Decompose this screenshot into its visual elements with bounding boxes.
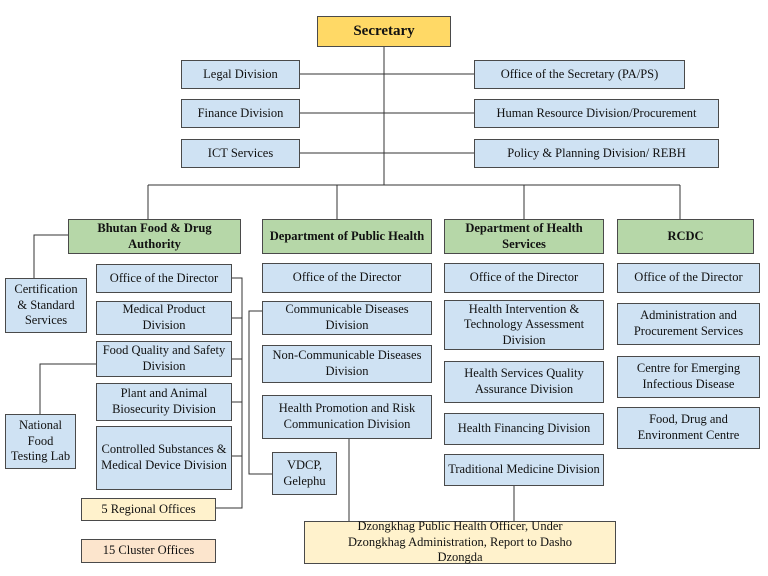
finance-division-box: Finance Division	[181, 99, 300, 128]
cert-standard-box: Certification & Standard Services	[5, 278, 87, 333]
plant-animal-box: Plant and Animal Biosecurity Division	[96, 383, 232, 421]
rcdc-header: RCDC	[617, 219, 754, 254]
hr-procurement-box: Human Resource Division/Procurement	[474, 99, 719, 128]
secretary-box: Secretary	[317, 16, 451, 47]
food-testing-lab-box: National Food Testing Lab	[5, 414, 76, 469]
health-financing-box: Health Financing Division	[444, 413, 604, 445]
policy-planning-box: Policy & Planning Division/ REBH	[474, 139, 719, 168]
traditional-medicine-box: Traditional Medicine Division	[444, 454, 604, 486]
office-secretary-box: Office of the Secretary (PA/PS)	[474, 60, 685, 89]
communicable-diseases-box: Communicable Diseases Division	[262, 301, 432, 335]
cluster-offices-box: 15 Cluster Offices	[81, 539, 216, 563]
dhs-office-director-box: Office of the Director	[444, 263, 604, 293]
ict-services-box: ICT Services	[181, 139, 300, 168]
emerging-infectious-box: Centre for Emerging Infectious Disease	[617, 356, 760, 398]
dph-header: Department of Public Health	[262, 219, 432, 254]
bfda-office-director-box: Office of the Director	[96, 264, 232, 293]
food-drug-env-box: Food, Drug and Environment Centre	[617, 407, 760, 449]
dph-office-director-box: Office of the Director	[262, 263, 432, 293]
health-promotion-box: Health Promotion and Risk Communication …	[262, 395, 432, 439]
ncd-box: Non-Communicable Diseases Division	[262, 345, 432, 383]
regional-offices-box: 5 Regional Offices	[81, 498, 216, 521]
admin-procurement-box: Administration and Procurement Services	[617, 303, 760, 345]
medical-product-box: Medical Product Division	[96, 301, 232, 335]
legal-division-box: Legal Division	[181, 60, 300, 89]
bfda-header: Bhutan Food & Drug Authority	[68, 219, 241, 254]
dhs-header: Department of Health Services	[444, 219, 604, 254]
food-quality-box: Food Quality and Safety Division	[96, 341, 232, 377]
hta-box: Health Intervention & Technology Assessm…	[444, 300, 604, 350]
vdcp-box: VDCP, Gelephu	[272, 452, 337, 495]
quality-assurance-box: Health Services Quality Assurance Divisi…	[444, 361, 604, 403]
dzongkhag-officer-box: Dzongkhag Public Health Officer, Under D…	[304, 519, 616, 564]
rcdc-office-director-box: Office of the Director	[617, 263, 760, 293]
controlled-substances-box: Controlled Substances & Medical Device D…	[96, 426, 232, 490]
